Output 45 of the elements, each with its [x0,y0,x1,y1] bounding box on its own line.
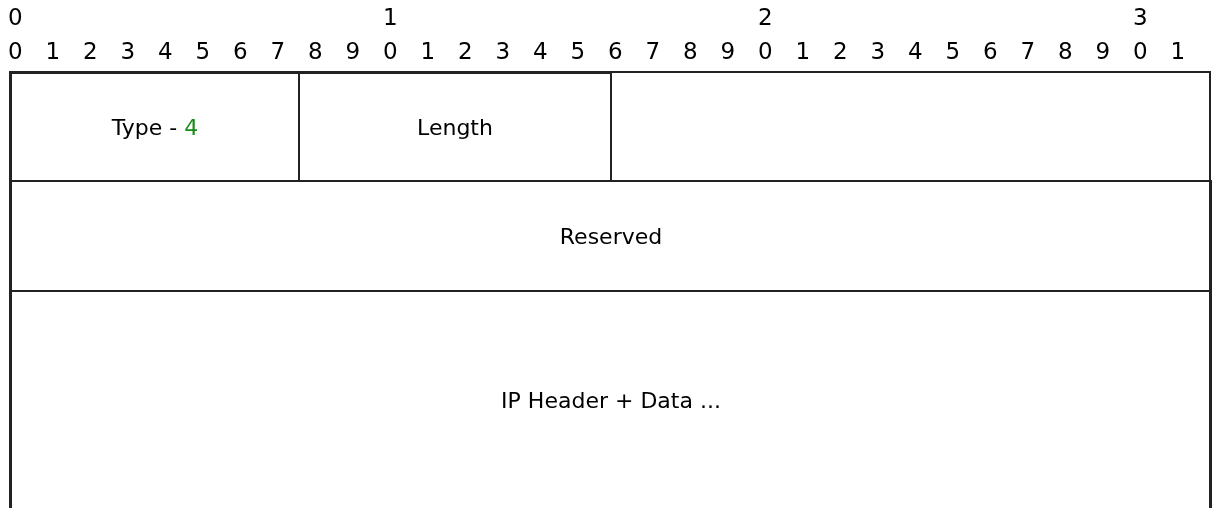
bit-number: 9 [345,38,361,64]
bit-number: 1 [795,38,811,64]
bit-number: 5 [570,38,586,64]
bit-number: 8 [683,38,698,64]
bit-number: 0 [758,38,773,64]
bit-number: 1 [45,38,61,64]
field-name: IP Header + Data ... [501,388,721,413]
field-name: Length [417,114,493,140]
field-value: 4 [183,114,199,140]
bit-number: 0 [8,38,23,64]
bit-number: 2 [458,38,473,64]
bit-number: 1 [1170,38,1186,64]
header-field [10,72,300,182]
bit-number: 7 [1020,38,1036,64]
bit-number: 8 [1058,38,1073,64]
field-name: Type - [111,114,178,140]
field-name: Reserved [559,223,663,249]
bit-number: 7 [645,38,661,64]
bit-number: 8 [308,38,323,64]
bit-number: 7 [270,38,286,64]
bit-number: 2 [833,38,848,64]
decade-number: 3 [1133,4,1148,30]
bit-number: 3 [495,38,511,64]
bit-number: 1 [420,38,436,64]
header-field [10,180,1212,292]
bit-number: 6 [608,38,623,64]
bit-number: 0 [383,38,398,64]
decade-number: 2 [758,4,773,30]
bit-number: 5 [195,38,211,64]
header-field [298,72,612,182]
bit-number: 3 [120,38,136,64]
decade-number: 1 [383,4,398,30]
bit-number: 6 [233,38,248,64]
bit-number: 2 [83,38,98,64]
bit-number: 4 [908,38,923,64]
bit-number: 0 [1133,38,1148,64]
bit-number: 9 [720,38,736,64]
bit-number: 6 [983,38,998,64]
bit-number: 4 [533,38,548,64]
header-field [10,290,1212,508]
bit-number: 3 [870,38,886,64]
bit-number: 5 [945,38,961,64]
bit-number: 4 [158,38,173,64]
decade-number: 0 [8,4,23,30]
bit-number: 9 [1095,38,1111,64]
